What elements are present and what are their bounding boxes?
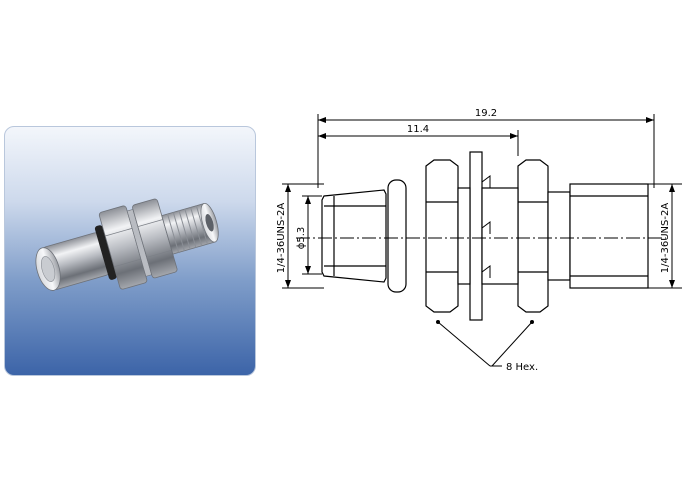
partial-length-label: 11.4 — [407, 124, 429, 135]
left-thread-label: 1/4-36UNS-2A — [276, 203, 287, 274]
right-thread-label: 1/4-36UNS-2A — [660, 203, 671, 274]
product-photo-panel — [4, 126, 256, 376]
diameter-label: ϕ5.3 — [296, 227, 307, 250]
technical-drawing: 19.2 11.4 1/4-36UNS-2A ϕ5.3 1/4-36UNS-2A… — [276, 108, 682, 373]
hex-size-label: 8 Hex. — [506, 362, 538, 373]
connector-photo — [35, 198, 219, 291]
overall-length-label: 19.2 — [475, 108, 497, 119]
